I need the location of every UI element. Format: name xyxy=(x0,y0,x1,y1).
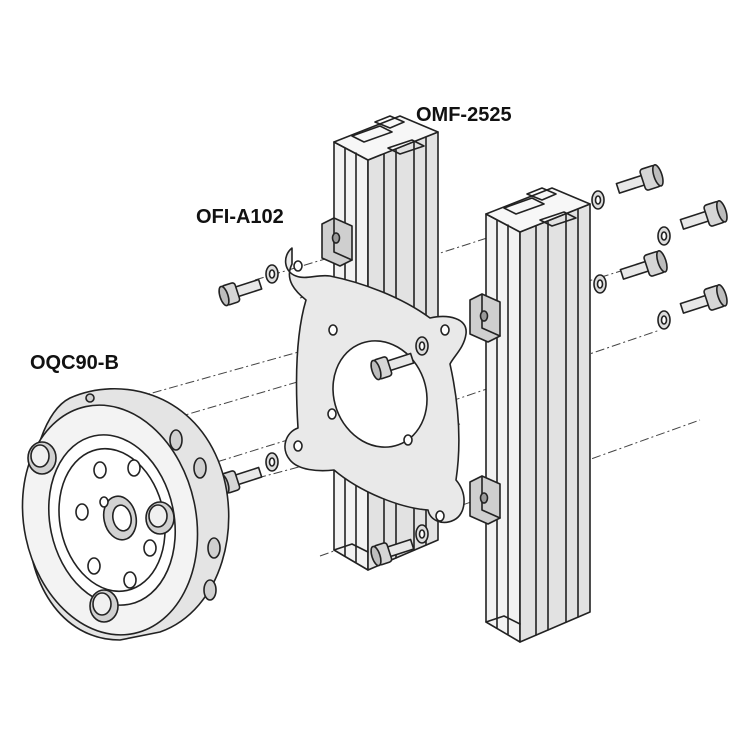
washers xyxy=(265,190,671,544)
quick-changer-unit xyxy=(21,387,230,641)
label-oqc90-b: OQC90-B xyxy=(30,352,119,374)
label-ofi-a102: OFI-A102 xyxy=(196,206,284,228)
adapter-plate xyxy=(284,247,467,524)
t-nut-front-lower xyxy=(469,475,501,525)
aluminum-profile-front xyxy=(485,187,591,643)
t-nut-front-upper xyxy=(469,293,501,343)
cap-screws xyxy=(218,164,728,567)
t-nut-rear-upper xyxy=(321,217,353,267)
label-omf-2525: OMF-2525 xyxy=(416,104,512,126)
